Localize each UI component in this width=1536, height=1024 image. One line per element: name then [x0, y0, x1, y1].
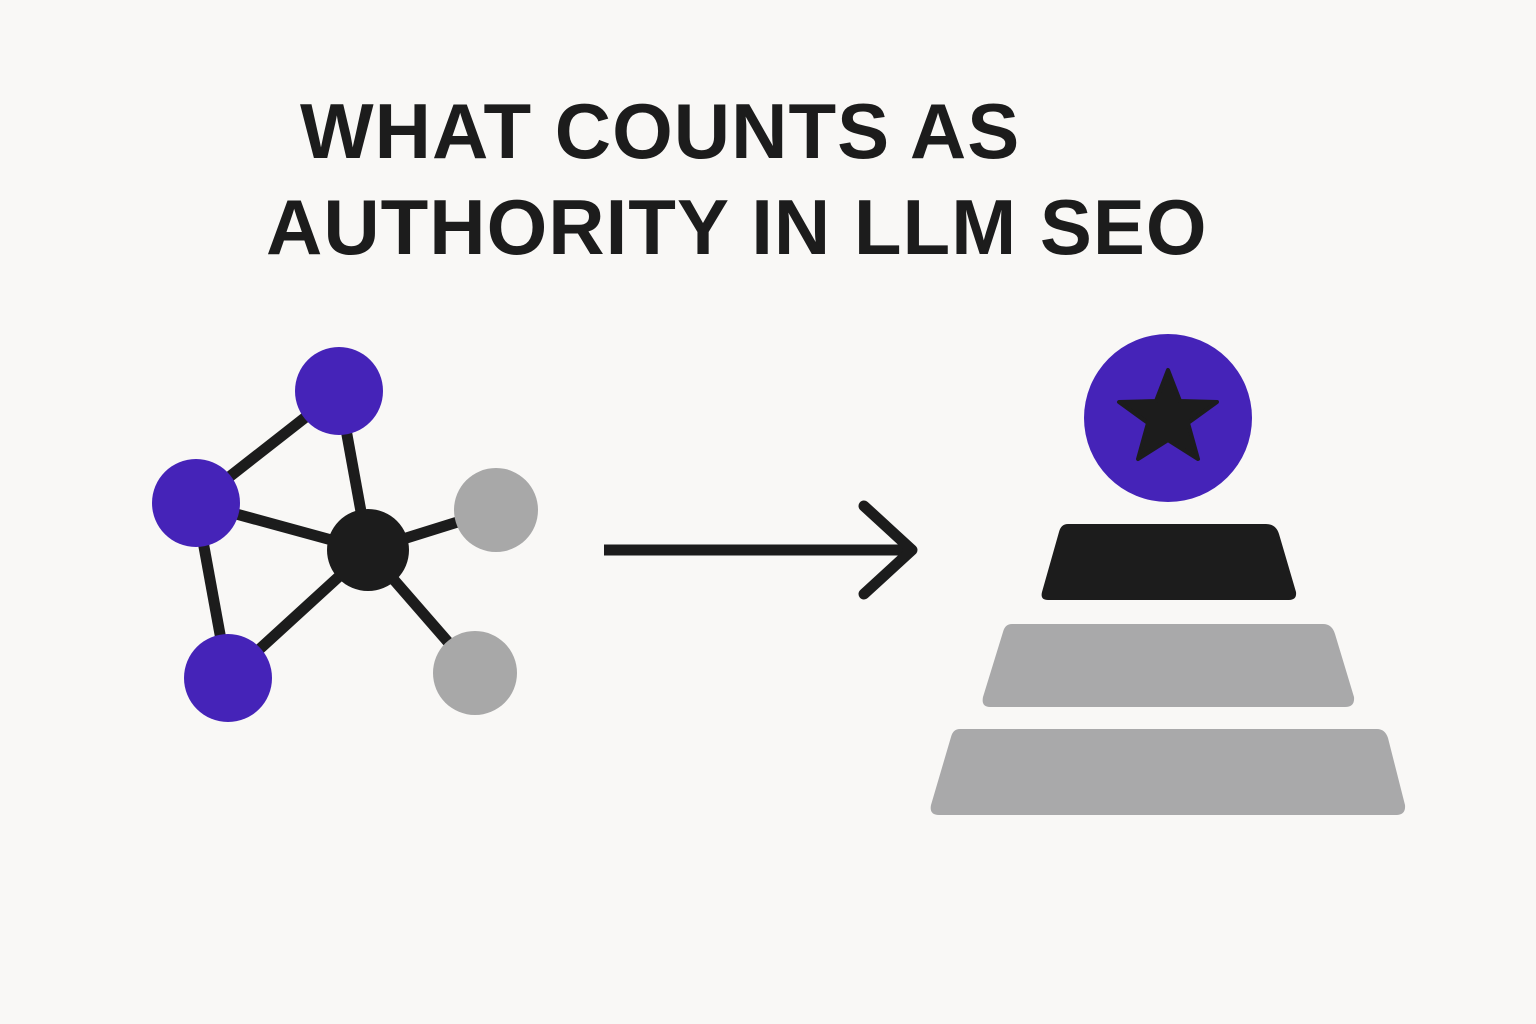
- pyramid-tier-top: [1041, 524, 1297, 600]
- pyramid-tier-base: [930, 729, 1406, 815]
- node-purple-bottom-left: [184, 634, 272, 722]
- node-purple-left: [152, 459, 240, 547]
- page-title: WHAT COUNTS AS AUTHORITY IN LLM SEO: [0, 0, 1536, 300]
- pyramid-tier-middle: [982, 624, 1355, 707]
- title-line-2: AUTHORITY IN LLM SEO: [266, 183, 1208, 271]
- node-gray-bottom-right: [433, 631, 517, 715]
- node-purple-top: [295, 347, 383, 435]
- title-line-1: WHAT COUNTS AS: [300, 87, 1021, 175]
- authority-pyramid: [930, 334, 1406, 815]
- node-hub: [327, 509, 409, 591]
- node-gray-right: [454, 468, 538, 552]
- star-icon: [1117, 368, 1219, 461]
- link-network-graph: [152, 347, 538, 722]
- arrow-right-icon: [604, 500, 918, 600]
